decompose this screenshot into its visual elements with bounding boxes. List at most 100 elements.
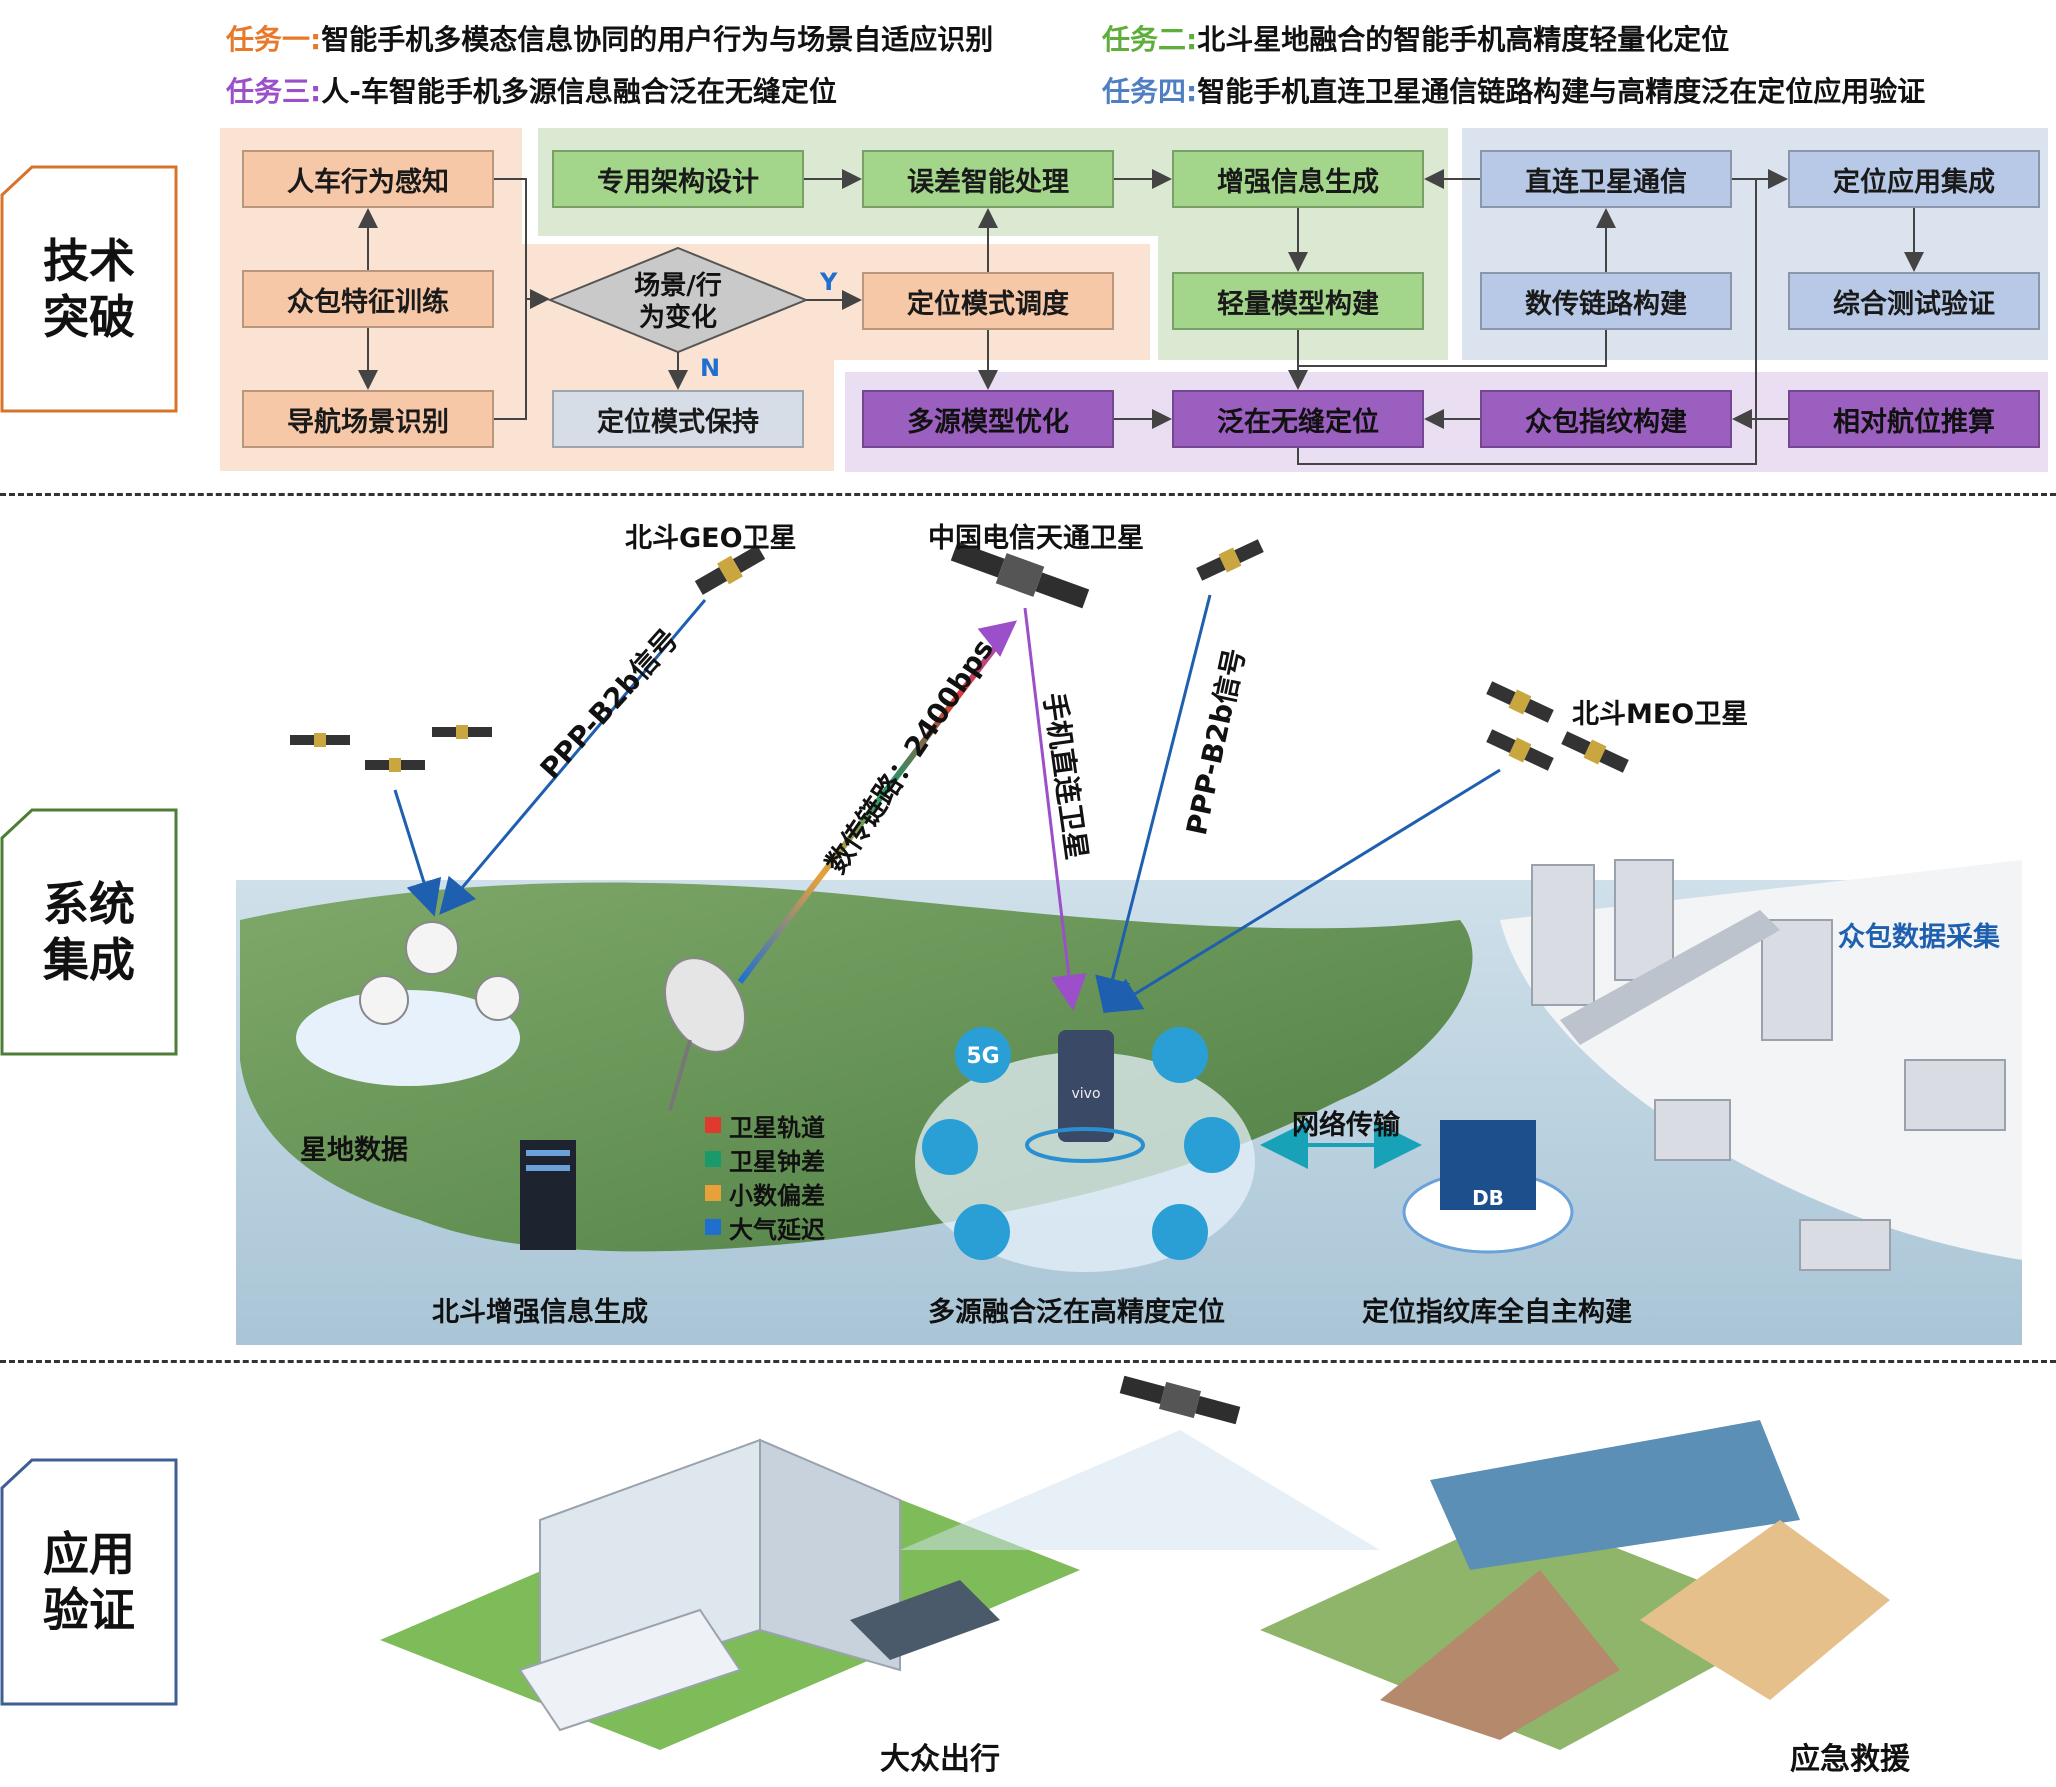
flow-connectors bbox=[358, 169, 1924, 465]
divider-1 bbox=[0, 493, 2056, 496]
legend-label-atmos: 大气延迟 bbox=[729, 1215, 825, 1244]
meo-signal-line bbox=[1104, 768, 1501, 1013]
box-arch-design: 专用架构设计 bbox=[552, 150, 804, 208]
water-area bbox=[1430, 1420, 1800, 1570]
ground-station-platform bbox=[296, 990, 520, 1086]
legend-item-clock: 卫星钟差 bbox=[705, 1142, 825, 1176]
datalink-legend: 卫星轨道 卫星钟差 小数偏差 大气延迟 bbox=[705, 1108, 825, 1244]
meo-satellite-icon-2 bbox=[1486, 729, 1554, 771]
tab-frame-green bbox=[0, 808, 178, 1056]
box-enhance-info: 增强信息生成 bbox=[1172, 150, 1424, 208]
box-data-link: 数传链路构建 bbox=[1480, 272, 1732, 330]
phone-halo bbox=[1025, 1127, 1145, 1163]
box-data-link-label: 数传链路构建 bbox=[1525, 288, 1687, 320]
section-application-tab: 应用 验证 bbox=[0, 1458, 178, 1706]
meo-satellite-label: 北斗MEO卫星 bbox=[1572, 699, 1749, 730]
multi-fusion-label: 多源融合泛在高精度定位 bbox=[928, 1297, 1225, 1328]
constellation-icon-1 bbox=[290, 733, 350, 747]
atom-icon bbox=[1152, 1204, 1208, 1260]
phone-brand-text: vivo bbox=[1071, 1086, 1100, 1102]
box-dr-label: 相对航位推算 bbox=[1833, 406, 1995, 438]
box-arch-label: 专用架构设计 bbox=[597, 166, 759, 198]
tiantong-satellite-label: 中国电信天通卫星 bbox=[928, 523, 1144, 554]
server-rack-icon bbox=[520, 1140, 576, 1250]
box-light-model: 轻量模型构建 bbox=[1172, 272, 1424, 330]
box-comprehensive-test: 综合测试验证 bbox=[1788, 272, 2040, 330]
geo-satellite-label: 北斗GEO卫星 bbox=[625, 523, 797, 554]
legend-label-orbit: 卫星轨道 bbox=[729, 1113, 825, 1142]
emergency-rescue-label: 应急救援 bbox=[1790, 1742, 1910, 1777]
box-crowd-train: 众包特征训练 bbox=[242, 270, 494, 328]
application-scene bbox=[380, 1375, 1890, 1750]
divider-2 bbox=[0, 1360, 2056, 1363]
ppp-signal-line-2 bbox=[1095, 594, 1212, 1014]
box-crowd-train-label: 众包特征训练 bbox=[287, 286, 449, 318]
meo-satellite-icon-1 bbox=[1486, 681, 1554, 723]
box-direct-sat-label: 直连卫星通信 bbox=[1525, 166, 1687, 198]
star-ground-data-label: 星地数据 bbox=[300, 1135, 408, 1166]
section-application-label: 应用 验证 bbox=[43, 1527, 135, 1637]
beidou-enhance-label: 北斗增强信息生成 bbox=[432, 1297, 648, 1328]
imu-icon bbox=[1152, 1027, 1208, 1083]
constellation-icon-2 bbox=[432, 725, 492, 739]
data-link-line bbox=[737, 626, 1013, 984]
task1-tag: 任务一: bbox=[226, 23, 322, 56]
tiantong-satellite-icon bbox=[950, 541, 1090, 609]
box-ubiq-label: 泛在无缝定位 bbox=[1217, 406, 1379, 438]
box-multisource-label: 多源模型优化 bbox=[907, 406, 1069, 438]
task1-text: 智能手机多模态信息协同的用户行为与场景自适应识别 bbox=[321, 23, 994, 56]
sat-icon-right bbox=[1196, 539, 1264, 581]
public-travel-label: 大众出行 bbox=[880, 1742, 1000, 1777]
box-dead-reckoning: 相对航位推算 bbox=[1788, 390, 2040, 448]
coverage-beam bbox=[900, 1430, 1380, 1550]
yes-label: Y bbox=[820, 268, 838, 296]
fingerprint-db-label: 定位指纹库全自主构建 bbox=[1362, 1297, 1632, 1328]
section-system-label: 系统 集成 bbox=[43, 877, 135, 987]
task2-legend: 任务二:北斗星地融合的智能手机高精度轻量化定位 bbox=[1102, 18, 1729, 58]
box-app-integration-label: 定位应用集成 bbox=[1833, 166, 1995, 198]
wifi-icon bbox=[922, 1119, 978, 1175]
section-tech-tab: 技术 突破 bbox=[0, 165, 178, 413]
task2-text: 北斗星地融合的智能手机高精度轻量化定位 bbox=[1197, 23, 1730, 56]
task4-tag: 任务四: bbox=[1102, 75, 1198, 108]
geo-satellite-icon bbox=[694, 545, 766, 595]
legend-item-atmos: 大气延迟 bbox=[705, 1210, 825, 1244]
box-fingerprint-label: 众包指纹构建 bbox=[1525, 406, 1687, 438]
box-renche-perception: 人车行为感知 bbox=[242, 150, 494, 208]
constellation-signal-line bbox=[393, 789, 442, 917]
section-tech-label: 技术 突破 bbox=[43, 234, 135, 344]
legend-swatch-clock bbox=[705, 1151, 721, 1167]
box-enhance-label: 增强信息生成 bbox=[1217, 166, 1379, 198]
no-label: N bbox=[700, 354, 721, 382]
box-renche-label: 人车行为感知 bbox=[287, 166, 449, 198]
overpass bbox=[1560, 910, 1780, 1045]
5g-icon bbox=[955, 1027, 1011, 1083]
task1-legend: 任务一:智能手机多模态信息协同的用户行为与场景自适应识别 bbox=[226, 18, 993, 58]
task3-text: 人-车智能手机多源信息融合泛在无缝定位 bbox=[321, 75, 837, 108]
box-mode-schedule-label: 定位模式调度 bbox=[907, 288, 1069, 320]
box-fingerprint-build: 众包指纹构建 bbox=[1480, 390, 1732, 448]
box-mode-keep: 定位模式保持 bbox=[552, 390, 804, 448]
box-multisource-opt: 多源模型优化 bbox=[862, 390, 1114, 448]
box-nav-scene: 导航场景识别 bbox=[242, 390, 494, 448]
decision-label: 场景/行 为变化 bbox=[634, 271, 722, 333]
task3-legend: 任务三:人-车智能手机多源信息融合泛在无缝定位 bbox=[226, 70, 837, 110]
crowd-collect-label: 众包数据采集 bbox=[1838, 922, 2000, 953]
data-link-arrow bbox=[977, 620, 1018, 657]
legend-item-bias: 小数偏差 bbox=[705, 1176, 825, 1210]
box-app-integration: 定位应用集成 bbox=[1788, 150, 2040, 208]
tab-frame-orange bbox=[0, 165, 178, 413]
legend-label-clock: 卫星钟差 bbox=[729, 1147, 825, 1176]
dish-antenna-icon bbox=[664, 957, 746, 1111]
task4-legend: 任务四:智能手机直连卫星通信链路构建与高精度泛在定位应用验证 bbox=[1102, 70, 1925, 110]
tab-frame-blue bbox=[0, 1458, 178, 1706]
task4-text: 智能手机直连卫星通信链路构建与高精度泛在定位应用验证 bbox=[1197, 75, 1926, 108]
radome-icon bbox=[359, 921, 521, 1025]
box-error-label: 误差智能处理 bbox=[907, 166, 1069, 198]
tiantong-satellite-icon-2 bbox=[1119, 1375, 1241, 1425]
office-building-side bbox=[759, 1438, 901, 1672]
legend-swatch-bias bbox=[705, 1185, 721, 1201]
direct-sat-line bbox=[1023, 607, 1087, 1011]
desert bbox=[1640, 1520, 1890, 1700]
constellation-icon-3 bbox=[365, 758, 425, 772]
